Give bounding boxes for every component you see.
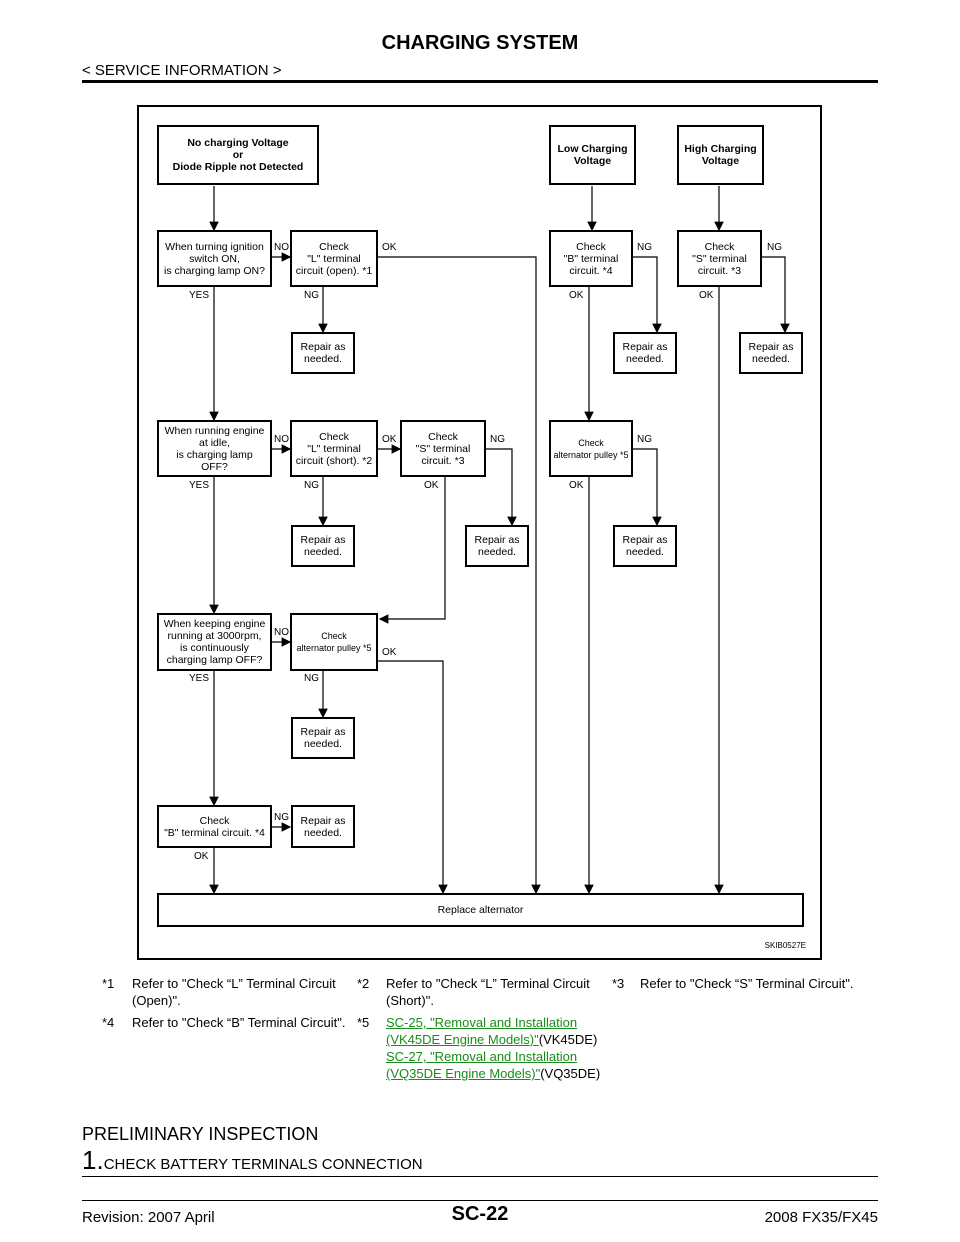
footer-divider xyxy=(82,1200,878,1201)
label-no: NO xyxy=(274,242,289,253)
check-s-terminal-mid: Check "S" terminal circuit. *3 xyxy=(400,420,486,477)
repair-box-1: Repair as needed. xyxy=(291,332,355,374)
label-ng: NG xyxy=(304,480,319,491)
label-ok: OK xyxy=(569,480,584,491)
footer-revision: Revision: 2007 April xyxy=(82,1209,215,1226)
label-ok: OK xyxy=(424,480,439,491)
footer-page-number: SC-22 xyxy=(451,1203,509,1225)
repair-box-5: Repair as needed. xyxy=(465,525,529,567)
label-ng: NG xyxy=(304,290,319,301)
check-s-terminal-top: Check "S" terminal circuit. *3 xyxy=(677,230,762,287)
start-high-charging-voltage: High Charging Voltage xyxy=(677,125,764,185)
check-l-terminal-open: Check "L" terminal circuit (open). *1 xyxy=(290,230,378,287)
start-no-charging-voltage: No charging Voltage or Diode Ripple not … xyxy=(157,125,319,185)
page-title: CHARGING SYSTEM xyxy=(381,32,579,54)
footer-model: 2008 FX35/FX45 xyxy=(764,1209,878,1226)
breadcrumb: < SERVICE INFORMATION > xyxy=(82,62,282,79)
label-ok: OK xyxy=(194,851,209,862)
repair-box-4: Repair as needed. xyxy=(291,525,355,567)
check-b-terminal-top: Check "B" terminal circuit. *4 xyxy=(549,230,633,287)
label-ng: NG xyxy=(274,812,289,823)
step-number: 1. xyxy=(82,1145,104,1175)
note-key: *5 xyxy=(357,1015,370,1030)
section-divider xyxy=(82,1176,878,1177)
check-alternator-pulley-right: Check alternator pulley *5 xyxy=(549,420,633,477)
label-ok: OK xyxy=(382,242,397,253)
question-idle-lamp: When running engine at idle, is charging… xyxy=(157,420,272,477)
repair-box-3: Repair as needed. xyxy=(739,332,803,374)
figure-id: SKIB0527E xyxy=(764,941,806,950)
note-text: Refer to "Check “S” Terminal Circuit". xyxy=(640,976,854,991)
link-sc-25[interactable]: SC-25, "Removal and Installation (VK45DE… xyxy=(386,1015,578,1047)
step-text: CHECK BATTERY TERMINALS CONNECTION xyxy=(103,1156,423,1173)
note-key: *4 xyxy=(102,1015,115,1030)
note-key: *1 xyxy=(102,976,115,991)
flowchart: No charging Voltage or Diode Ripple not … xyxy=(137,105,822,960)
label-ok: OK xyxy=(699,290,714,301)
flowchart-connectors xyxy=(209,186,790,895)
label-no: NO xyxy=(274,434,289,445)
repair-box-2: Repair as needed. xyxy=(613,332,677,374)
repair-box-8: Repair as needed. xyxy=(291,805,355,848)
section-heading: PRELIMINARY INSPECTION xyxy=(82,1124,319,1144)
note-suffix: (VK45DE) xyxy=(538,1032,598,1047)
label-yes: YES xyxy=(189,480,210,491)
step-heading: 1.CHECK BATTERY TERMINALS CONNECTION xyxy=(82,1145,423,1176)
question-3000rpm-lamp: When keeping engine running at 3000rpm, … xyxy=(157,613,272,671)
repair-box-7: Repair as needed. xyxy=(291,717,355,759)
question-ignition-lamp: When turning ignition switch ON, is char… xyxy=(157,230,272,287)
label-ng: NG xyxy=(490,434,505,445)
note-key: *3 xyxy=(612,976,625,991)
label-ok: OK xyxy=(382,434,397,445)
check-l-terminal-short: Check "L" terminal circuit (short). *2 xyxy=(290,420,378,477)
label-ng: NG xyxy=(637,242,652,253)
label-ng: NG xyxy=(637,434,652,445)
label-ng: NG xyxy=(767,242,782,253)
label-yes: YES xyxy=(189,290,210,301)
check-b-terminal-bottom: Check "B" terminal circuit. *4 xyxy=(157,805,272,848)
label-ng: NG xyxy=(304,673,319,684)
note-text: Refer to "Check “L” Terminal Circuit (Op… xyxy=(132,976,336,1008)
label-yes: YES xyxy=(189,673,210,684)
label-ok: OK xyxy=(382,647,397,658)
header-divider xyxy=(82,80,878,83)
note-text: Refer to "Check “B” Terminal Circuit". xyxy=(132,1015,346,1030)
label-ok: OK xyxy=(569,290,584,301)
check-alternator-pulley-left: Check alternator pulley *5 xyxy=(290,613,378,671)
note-key: *2 xyxy=(357,976,370,991)
note-text-5: SC-25, "Removal and Installation (VK45DE… xyxy=(386,1014,601,1082)
note-text: Refer to "Check “L” Terminal Circuit (Sh… xyxy=(386,976,590,1008)
replace-alternator: Replace alternator xyxy=(157,893,804,927)
start-low-charging-voltage: Low Charging Voltage xyxy=(549,125,636,185)
repair-box-6: Repair as needed. xyxy=(613,525,677,567)
link-sc-27[interactable]: SC-27, "Removal and Installation (VQ35DE… xyxy=(386,1049,578,1081)
note-suffix: (VQ35DE) xyxy=(540,1066,601,1081)
label-no: NO xyxy=(274,627,289,638)
